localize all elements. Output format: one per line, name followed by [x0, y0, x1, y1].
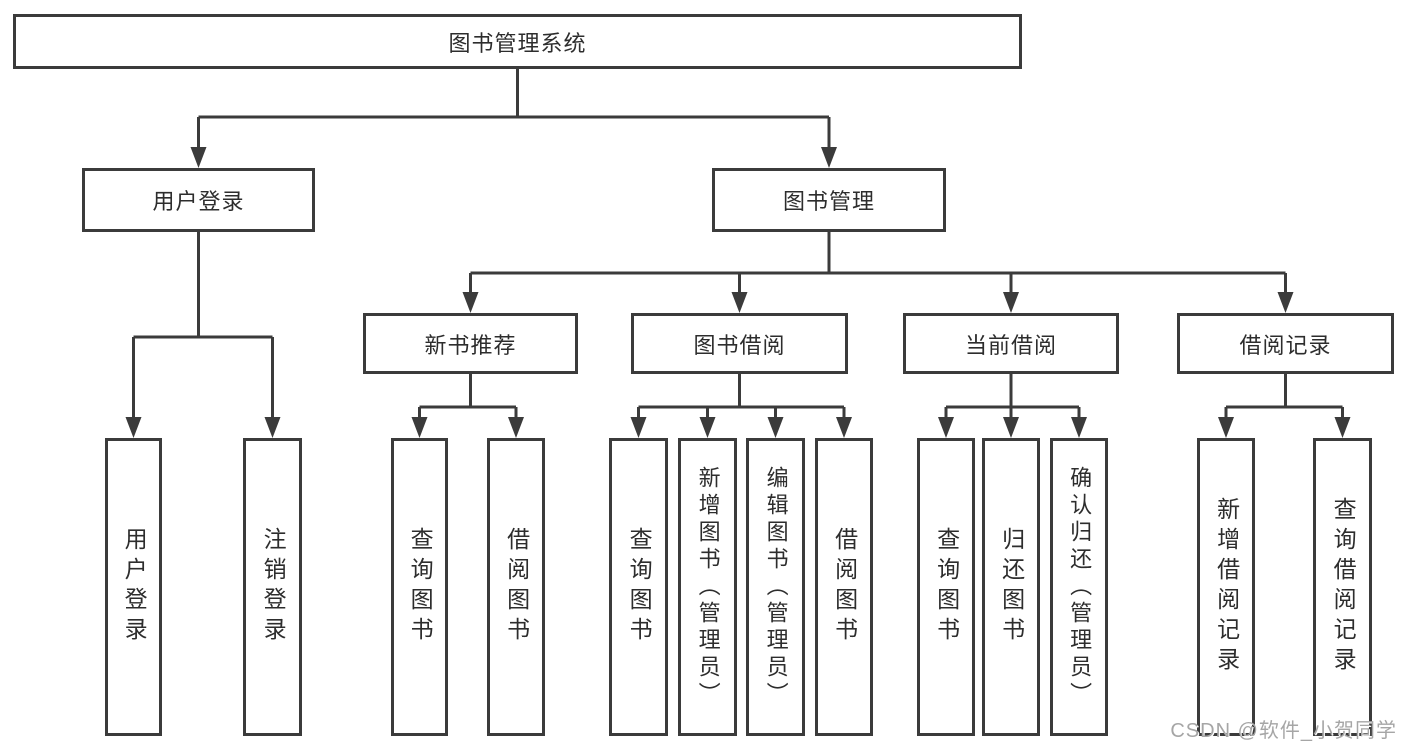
node-label: 用户登录: [152, 189, 245, 214]
leaf-records-query-record: 查询借阅记录: [1313, 438, 1372, 736]
watermark: CSDN @软件_小贺同学: [1170, 720, 1397, 742]
node-label: 图书管理: [782, 189, 875, 214]
leaf-label: 编辑图书（管理员）: [763, 465, 789, 709]
leaf-label: 归还图书: [998, 527, 1025, 647]
leaf-label: 确认归还（管理员）: [1067, 465, 1093, 709]
leaf-newbook-query-books: 查询图书: [391, 438, 448, 736]
leaf-label: 借阅图书: [831, 527, 858, 647]
leaf-label: 查询图书: [407, 527, 434, 647]
leaf-label: 用户登录: [121, 527, 148, 647]
leaf-label: 查询图书: [933, 527, 960, 647]
leaf-borrow-query-books: 查询图书: [609, 438, 668, 736]
node-label: 新书推荐: [424, 332, 517, 358]
node-book-borrow: 图书借阅: [631, 313, 848, 374]
leaf-current-return-books: 归还图书: [982, 438, 1040, 736]
node-library-management-system: 图书管理系统: [13, 14, 1022, 69]
leaf-borrow-borrow-books: 借阅图书: [815, 438, 873, 736]
leaf-user-login: 用户登录: [105, 438, 162, 736]
node-label: 当前借阅: [964, 332, 1057, 358]
leaf-label: 注销登录: [260, 527, 287, 647]
node-user-login: 用户登录: [82, 168, 315, 232]
leaf-borrow-add-books-admin: 新增图书（管理员）: [678, 438, 737, 736]
leaf-borrow-edit-books-admin: 编辑图书（管理员）: [746, 438, 805, 736]
leaf-label: 查询图书: [626, 527, 653, 647]
node-book-management: 图书管理: [712, 168, 946, 232]
leaf-label: 新增借阅记录: [1213, 497, 1240, 677]
leaf-newbook-borrow-books: 借阅图书: [487, 438, 545, 736]
leaf-current-confirm-return-admin: 确认归还（管理员）: [1050, 438, 1108, 736]
node-label: 借阅记录: [1239, 332, 1332, 358]
node-current-borrow: 当前借阅: [903, 313, 1119, 374]
leaf-label: 新增图书（管理员）: [695, 465, 721, 709]
node-borrow-records: 借阅记录: [1177, 313, 1394, 374]
node-new-book-recommend: 新书推荐: [363, 313, 578, 374]
node-label: 图书管理系统: [448, 30, 587, 56]
node-label: 图书借阅: [693, 332, 786, 358]
leaf-records-add-record: 新增借阅记录: [1197, 438, 1255, 736]
leaf-label: 借阅图书: [503, 527, 530, 647]
leaf-current-query-books: 查询图书: [917, 438, 975, 736]
leaf-label: 查询借阅记录: [1330, 497, 1357, 677]
leaf-logout: 注销登录: [243, 438, 302, 736]
